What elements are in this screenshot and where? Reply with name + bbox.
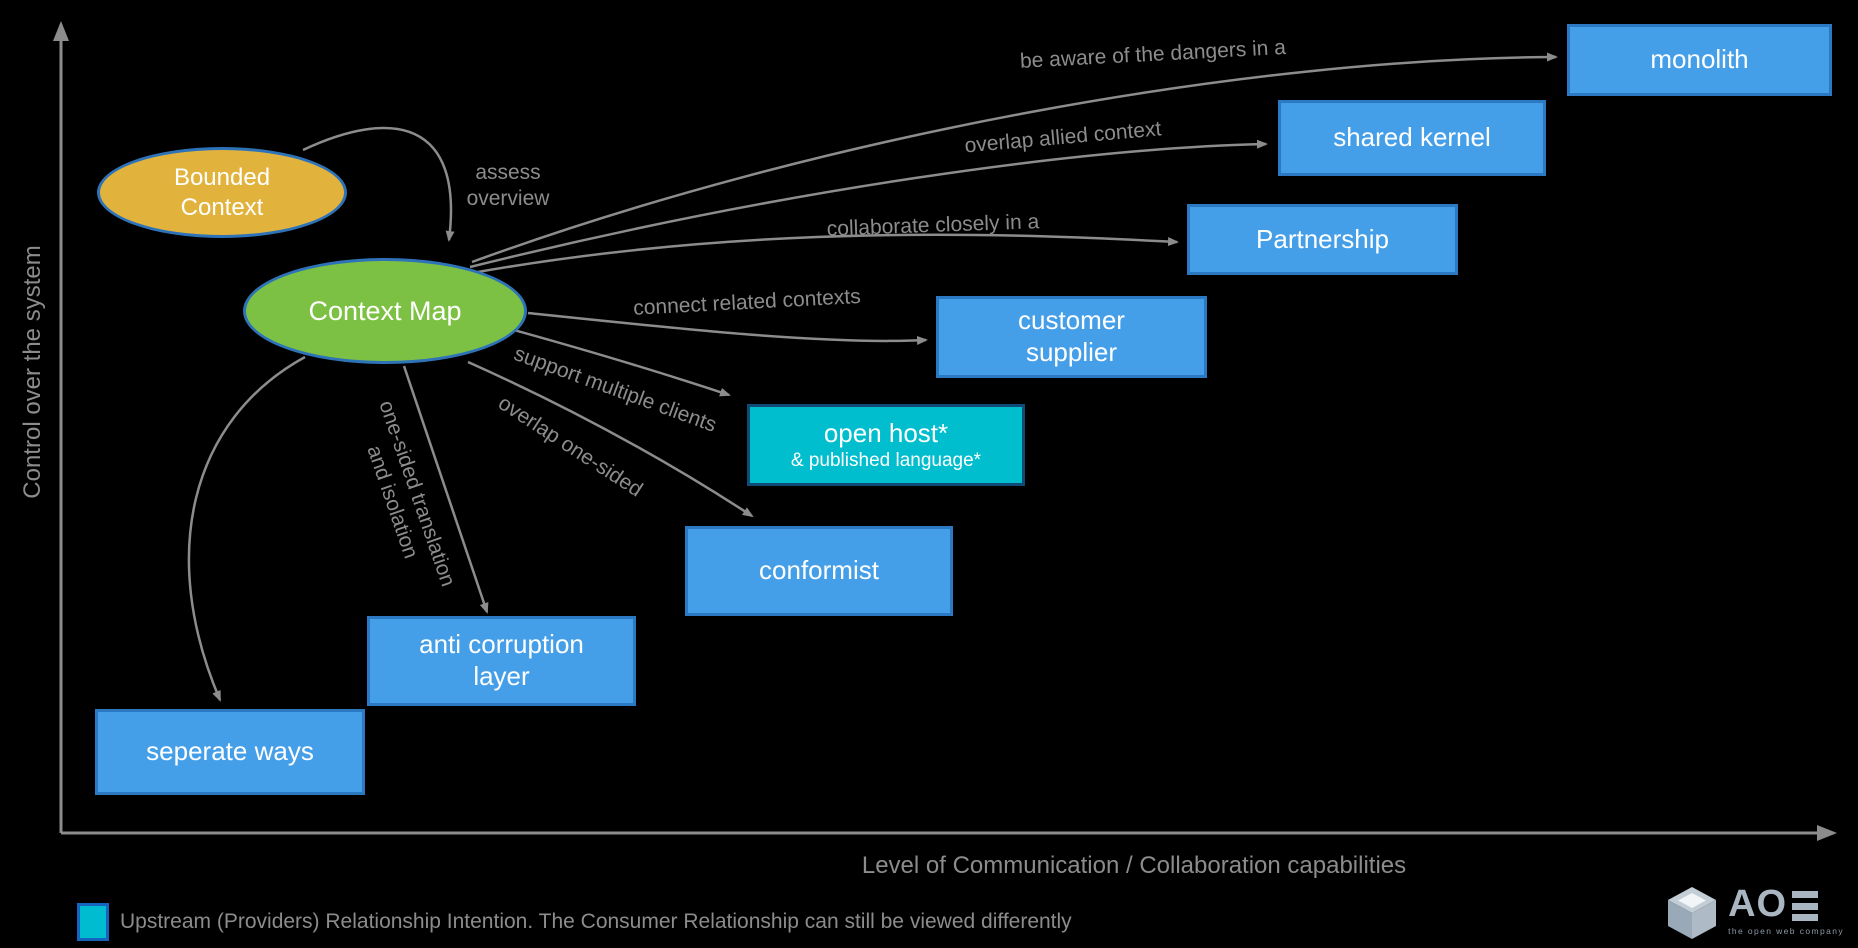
aoe-e-bars-icon: [1792, 891, 1819, 921]
aoe-wordmark: AO: [1728, 883, 1788, 925]
arrow-context-map-to-shared-kernel: [469, 139, 1268, 269]
aoe-tagline: the open web company: [1728, 926, 1844, 936]
node-shared-kernel-label: shared kernel: [1333, 122, 1491, 153]
arrow-context-map-to-conformist: [467, 360, 754, 518]
node-anti-corruption-layer-label: anti corruption layer: [419, 629, 584, 691]
node-customer-supplier-label: customer supplier: [1018, 305, 1125, 367]
legend-upstream-swatch: [77, 903, 109, 941]
node-context-map: Context Map: [243, 258, 527, 364]
legend-text: Upstream (Providers) Relationship Intent…: [120, 910, 1072, 933]
node-context-map-label: Context Map: [308, 295, 462, 326]
node-seperate-ways: seperate ways: [95, 709, 365, 795]
y-axis-label: Control over the system: [19, 245, 46, 499]
edge-label-assess-overview: assess overview: [466, 160, 550, 210]
node-conformist: conformist: [685, 526, 953, 616]
node-open-host: open host* & published language*: [747, 404, 1025, 486]
x-axis-label: Level of Communication / Collaboration c…: [861, 852, 1407, 879]
arrow-context-map-to-seperate-ways: [187, 355, 306, 702]
aoe-cube-icon: [1668, 887, 1717, 939]
node-customer-supplier: customer supplier: [936, 296, 1207, 378]
node-partnership-label: Partnership: [1256, 223, 1389, 254]
node-anti-corruption-layer: anti corruption layer: [367, 616, 636, 706]
arrow-context-map-to-partnership: [471, 233, 1179, 275]
node-conformist-label: conformist: [759, 555, 879, 586]
node-monolith-label: monolith: [1650, 44, 1749, 75]
node-open-host-subtitle: & published language*: [790, 450, 982, 472]
node-bounded-context-label: Bounded Context: [173, 164, 271, 221]
arrow-context-map-to-monolith: [471, 52, 1558, 264]
node-monolith: monolith: [1567, 24, 1832, 96]
arrow-bounded-context-to-context-map: [302, 126, 455, 242]
arrow-context-map-to-open-host: [502, 325, 731, 397]
node-shared-kernel: shared kernel: [1278, 100, 1546, 176]
node-open-host-title: open host*: [823, 417, 949, 448]
arrow-context-map-to-anti-corruption-layer: [402, 365, 489, 614]
aoe-logo: AO the open web company: [1666, 885, 1844, 941]
node-partnership: Partnership: [1187, 204, 1458, 275]
node-bounded-context: Bounded Context: [97, 147, 347, 238]
node-seperate-ways-label: seperate ways: [146, 736, 314, 767]
arrow-context-map-to-customer-supplier: [527, 311, 928, 345]
legend: Upstream (Providers) Relationship Intent…: [77, 903, 1072, 941]
